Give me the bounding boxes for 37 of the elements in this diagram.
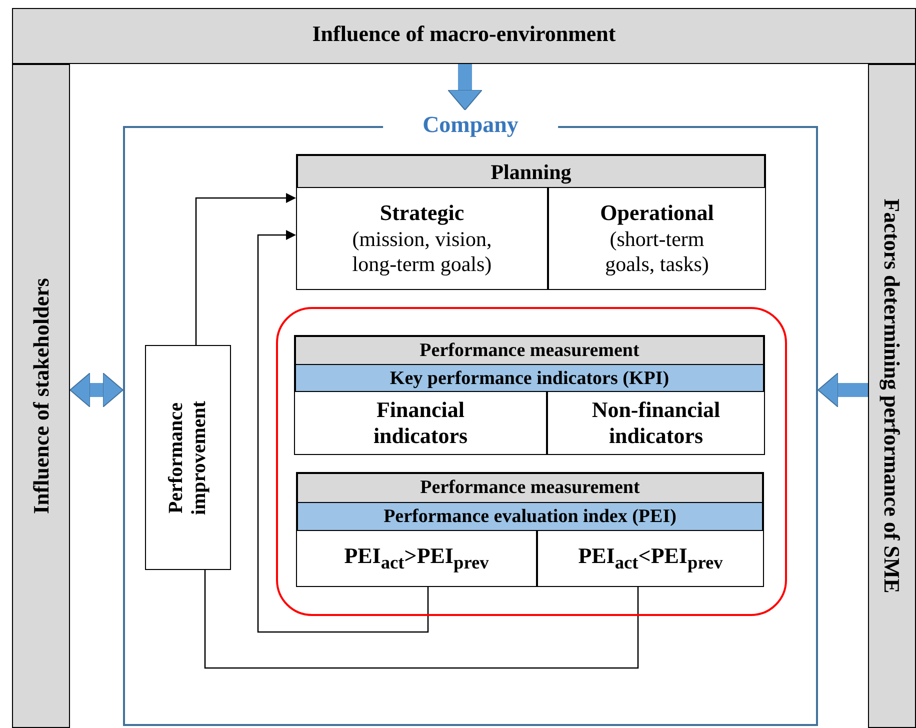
table-cell	[547, 391, 765, 455]
table-cell	[296, 530, 537, 587]
table-header-row: Key performance indicators (KPI)	[296, 365, 763, 393]
table-header-row: Planning	[298, 156, 764, 189]
arrow	[257, 230, 429, 633]
arrow	[448, 64, 482, 110]
cell-text: (short-term goals, tasks)	[604, 226, 710, 277]
arrow	[195, 193, 296, 345]
cell-text: PEI$_{act}$<PEI$_{prev}$	[578, 542, 723, 574]
header-band	[12, 8, 916, 64]
cell-text: (mission, vision, long-term goals)	[351, 226, 493, 277]
arrow	[70, 372, 124, 408]
table-cell	[548, 187, 766, 290]
table-header-row: Performance evaluation index (PEI)	[298, 503, 762, 532]
table	[294, 335, 765, 455]
process-box	[145, 345, 231, 570]
band-title: Influence of stakeholders	[28, 277, 54, 516]
cell-heading: Operational	[600, 200, 714, 226]
cell-heading: Strategic	[380, 200, 464, 226]
side-band	[12, 64, 70, 728]
box-text: Performance improvement	[165, 399, 211, 517]
table-cell	[296, 187, 548, 290]
cell-text: Non-financial indicators	[590, 396, 722, 450]
connector-line	[204, 570, 639, 669]
box-outline	[276, 307, 787, 616]
table-header-row: Performance measurement	[298, 474, 762, 503]
cell-text: PEI$_{act}$>PEI$_{prev}$	[344, 542, 489, 574]
table	[296, 154, 766, 290]
table-cell	[294, 391, 547, 455]
table	[296, 472, 764, 587]
arrow	[818, 372, 868, 408]
band-title: Influence of macro-environment	[311, 21, 617, 47]
cell-text: Financial indicators	[372, 396, 469, 450]
band-title: Factors determining performance of SME	[879, 198, 905, 596]
table-header-row: Performance measurement	[296, 337, 763, 365]
table-cell	[537, 530, 764, 587]
side-band	[868, 64, 916, 728]
